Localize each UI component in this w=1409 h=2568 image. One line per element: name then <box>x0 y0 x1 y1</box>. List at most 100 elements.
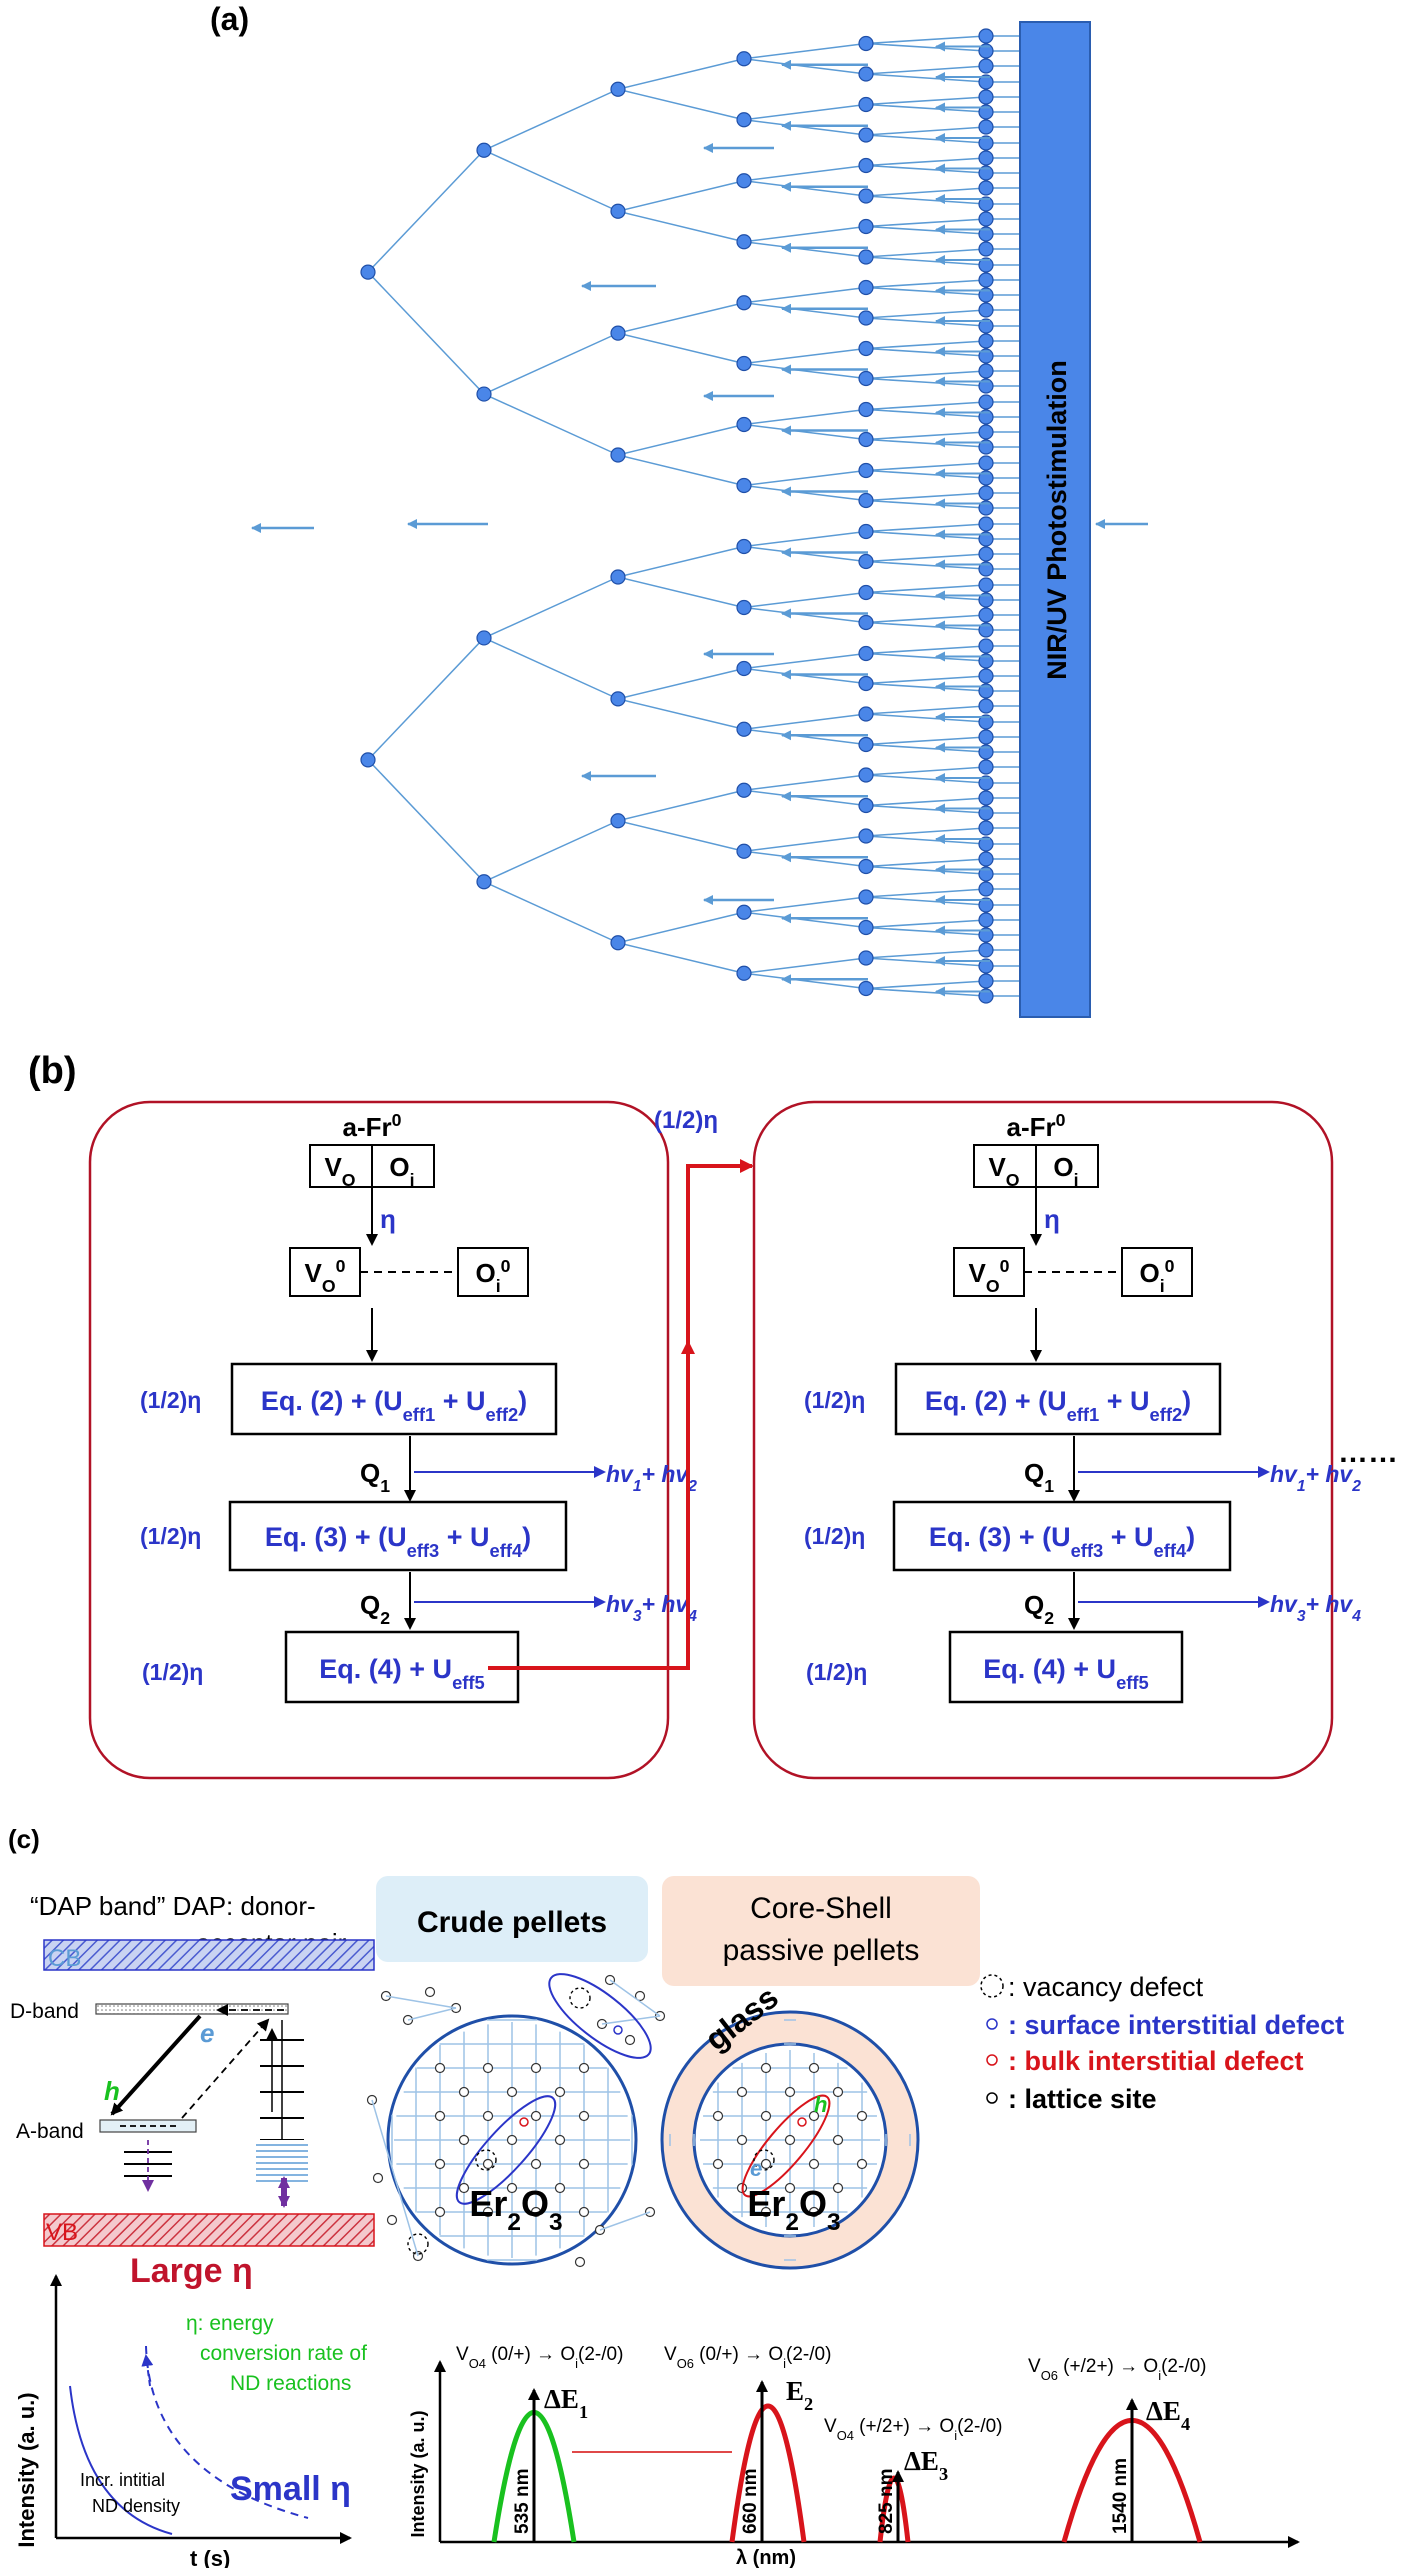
tree-edge <box>617 698 745 730</box>
tree-node <box>978 241 994 257</box>
crude-pellets-box <box>376 1876 648 1962</box>
text-part: 1 <box>1297 1478 1306 1495</box>
tree-node <box>476 386 492 402</box>
text-part: 825 nm <box>876 2469 897 2534</box>
tree-edge <box>483 637 619 700</box>
surface-line <box>609 1979 661 2017</box>
text-part: O <box>1140 1258 1160 1288</box>
tree-edge <box>865 523 987 533</box>
hv34-label: hv3+ hv4 <box>606 1591 697 1625</box>
text-part: (1/2)η <box>806 1659 867 1685</box>
half-eta-3: (1/2)η <box>806 1659 867 1685</box>
tree-edge <box>865 401 987 411</box>
text-part: eff3 <box>1071 1540 1104 1561</box>
tree-node <box>476 142 492 158</box>
tree-edge <box>865 827 987 837</box>
tree-edge <box>743 789 867 807</box>
tree-edge <box>483 332 619 395</box>
surface-site <box>424 1986 436 1998</box>
text-part: + hv <box>642 1591 690 1617</box>
tree-node <box>978 698 994 714</box>
tree-node <box>978 302 994 318</box>
tree-node <box>858 340 874 357</box>
eta-def-3: ND reactions <box>230 2372 351 2395</box>
tree-node <box>610 203 626 219</box>
text-part: 2 <box>1044 1608 1054 1628</box>
tree-node <box>858 797 874 814</box>
lattice-site <box>760 2062 772 2074</box>
tree-node <box>978 28 994 44</box>
legend-bulk: : bulk interstitial defect <box>1008 2046 1304 2076</box>
text-part: i <box>575 2356 578 2371</box>
tree-edge <box>865 340 987 350</box>
eq4-box <box>948 1630 1184 1704</box>
photostimulation-label: NIR/UV Photostimulation <box>1042 360 1072 680</box>
tree-edge <box>743 58 867 75</box>
text-part: Er <box>747 2183 785 2224</box>
tree-edge <box>865 980 987 990</box>
tree-edge <box>617 667 745 700</box>
lattice-site <box>434 2206 446 2218</box>
hole-label: h <box>814 2092 827 2117</box>
text-part: V <box>988 1152 1006 1182</box>
tree-node <box>736 660 752 677</box>
tree-edge <box>617 576 745 609</box>
lattice-site <box>760 2110 772 2122</box>
text-part: + U <box>1103 1522 1153 1552</box>
text-part: (2-/0) <box>957 2416 1002 2437</box>
lattice-site <box>530 2206 542 2218</box>
tree-edge <box>865 134 987 144</box>
text-part: 2 <box>380 1608 390 1628</box>
text-part: 4 <box>687 1608 697 1625</box>
text-part: Q <box>360 1590 380 1620</box>
tree-node <box>858 310 874 326</box>
text-part: Eq. (3) + (U <box>265 1522 407 1552</box>
lattice-site <box>554 2086 566 2098</box>
tree-edge <box>865 462 987 472</box>
tree-edge <box>865 431 987 441</box>
q2-label: Q2 <box>1024 1590 1054 1628</box>
lattice-site <box>458 2182 470 2194</box>
lattice-site <box>736 2134 748 2146</box>
text-part: (1/2)η <box>140 1523 201 1549</box>
q2-label: Q2 <box>360 1590 390 1628</box>
lattice-site <box>808 2110 820 2122</box>
text-part: 3 <box>939 2464 948 2484</box>
text-part: V <box>305 1258 323 1288</box>
half-eta-2: (1/2)η <box>804 1523 865 1549</box>
lattice-site <box>554 2182 566 2194</box>
dap-band-title: “DAP band” DAP: donor- <box>30 1891 316 1921</box>
eq3-label: Eq. (3) + (Ueff3 + Ueff4) <box>265 1522 531 1561</box>
tree-node <box>736 904 752 920</box>
lattice-site <box>482 2206 494 2218</box>
half-eta-1: (1/2)η <box>804 1387 865 1413</box>
tree-node <box>858 675 874 692</box>
vacancy-defect <box>569 1987 591 2009</box>
text-part: (2-/0) <box>786 2344 831 2365</box>
text-part: 0 <box>1056 1110 1066 1130</box>
core-shell-box <box>662 1876 980 1986</box>
text-part: + hv <box>1306 1461 1354 1487</box>
text-part: O <box>342 1170 356 1190</box>
text-part: i <box>954 2428 957 2443</box>
tree-node <box>858 188 874 204</box>
text-part: Eq. (2) + (U <box>925 1386 1067 1416</box>
tree-edge <box>865 652 987 662</box>
tree-node <box>360 752 376 768</box>
lattice-site <box>482 2062 494 2074</box>
lattice-site <box>808 2062 820 2074</box>
tree-node <box>978 942 994 958</box>
peak-nm-label: 535 nm <box>512 2469 533 2534</box>
text-part: Er <box>469 2183 507 2224</box>
tree-edge <box>483 393 619 456</box>
tree-node <box>978 135 994 151</box>
tree-edge <box>743 774 867 791</box>
tree-node <box>476 630 492 646</box>
tree-node <box>858 889 874 905</box>
tree-edge <box>865 499 987 509</box>
text-part: 660 nm <box>740 2469 761 2534</box>
tree-node <box>476 874 492 890</box>
tree-edge <box>865 987 987 997</box>
